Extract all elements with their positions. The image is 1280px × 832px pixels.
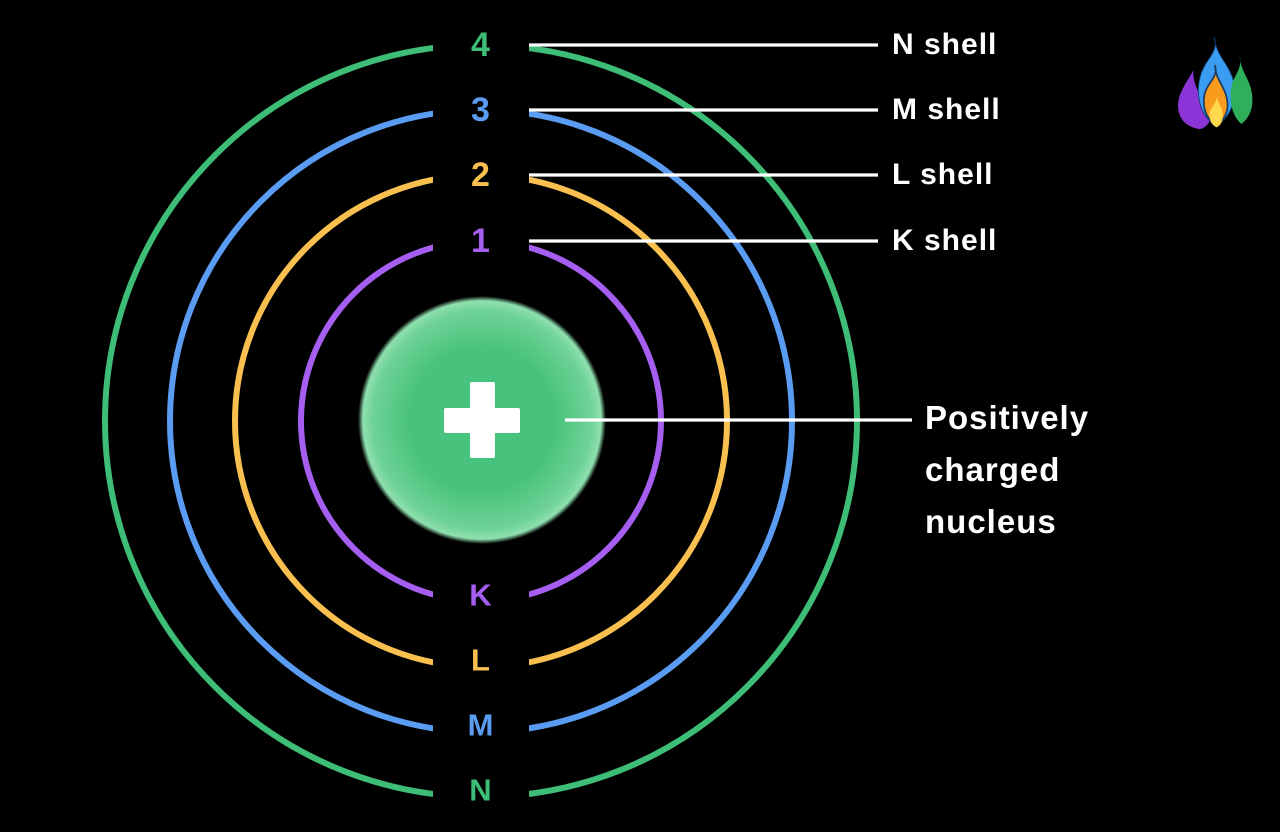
label-nucleus-line-1: Positively <box>925 399 1090 436</box>
shell-letter-k: K <box>469 578 492 613</box>
gap-top-k <box>433 215 529 267</box>
shell-letter-n: N <box>469 773 492 808</box>
label-nucleus-line-3: nucleus <box>925 503 1057 540</box>
gap-bottom-n <box>433 771 529 823</box>
shell-number-2: 2 <box>471 156 491 194</box>
plus-icon <box>444 382 520 458</box>
gap-bottom-m <box>433 706 529 758</box>
flame-purple <box>1178 70 1210 130</box>
plus-vertical-bar <box>470 382 495 458</box>
shell-letter-m: M <box>468 708 495 743</box>
gap-top-m <box>433 84 529 136</box>
gap-bottom-l <box>433 641 529 693</box>
shell-number-4: 4 <box>471 26 491 64</box>
shell-number-1: 1 <box>471 222 491 260</box>
label-m-shell: M shell <box>892 93 1001 126</box>
label-n-shell: N shell <box>892 28 998 61</box>
flame-yellow <box>1209 94 1223 128</box>
label-nucleus-line-2: charged <box>925 451 1061 488</box>
shell-number-3: 3 <box>471 91 491 129</box>
gap-top-l <box>433 149 529 201</box>
flame-logo-icon <box>1178 36 1253 130</box>
gap-top-n <box>433 19 529 71</box>
shell-letter-l: L <box>471 643 491 678</box>
label-k-shell: K shell <box>892 224 998 257</box>
gap-bottom-k <box>433 575 529 627</box>
flame-green <box>1230 55 1253 125</box>
label-nucleus: Positively charged nucleus <box>925 392 1089 548</box>
label-l-shell: L shell <box>892 158 994 191</box>
